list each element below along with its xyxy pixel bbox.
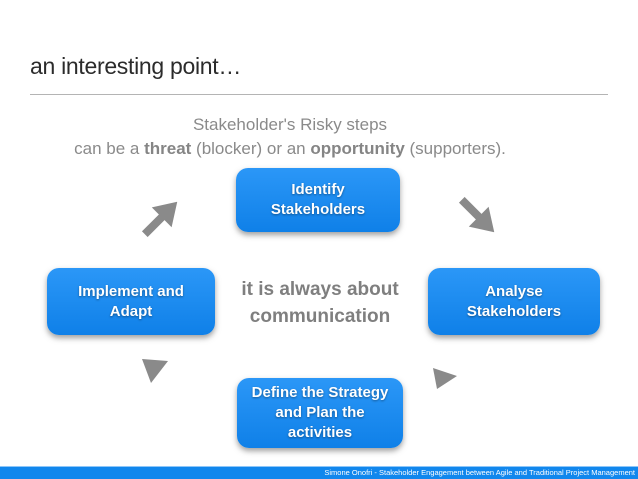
footer-credit: Simone Onofri - Stakeholder Engagement b…	[324, 468, 635, 477]
subtitle-threat: threat	[144, 139, 192, 158]
node-implement-adapt: Implement and Adapt	[47, 268, 215, 335]
node-identify-stakeholders: Identify Stakeholders	[236, 168, 400, 232]
center-message: it is always about communication	[241, 279, 399, 327]
footer-bar: Simone Onofri - Stakeholder Engagement b…	[0, 466, 638, 479]
node-analyse-stakeholders: Analyse Stakeholders	[428, 268, 600, 335]
subtitle-line2-post: (supporters).	[404, 139, 506, 158]
subtitle-opportunity: opportunity	[310, 139, 405, 158]
subtitle-line2-pre: can be a	[74, 139, 145, 158]
subtitle-line2-mid: (blocker) or an	[191, 139, 311, 158]
node-define-strategy: Define the Strategy and Plan the activit…	[237, 378, 403, 448]
subtitle-line2: can be a threat (blocker) or an opportun…	[0, 137, 580, 161]
slide-title: an interesting point…	[30, 53, 242, 79]
title-divider	[30, 94, 608, 95]
arrow-down-right-icon	[451, 189, 505, 243]
arrow-up-right-icon	[134, 191, 188, 245]
subtitle: Stakeholder's Risky steps can be a threa…	[0, 113, 580, 161]
subtitle-line1: Stakeholder's Risky steps	[192, 115, 388, 134]
arrow-right-icon	[432, 366, 458, 390]
arrow-down-icon	[142, 357, 169, 384]
